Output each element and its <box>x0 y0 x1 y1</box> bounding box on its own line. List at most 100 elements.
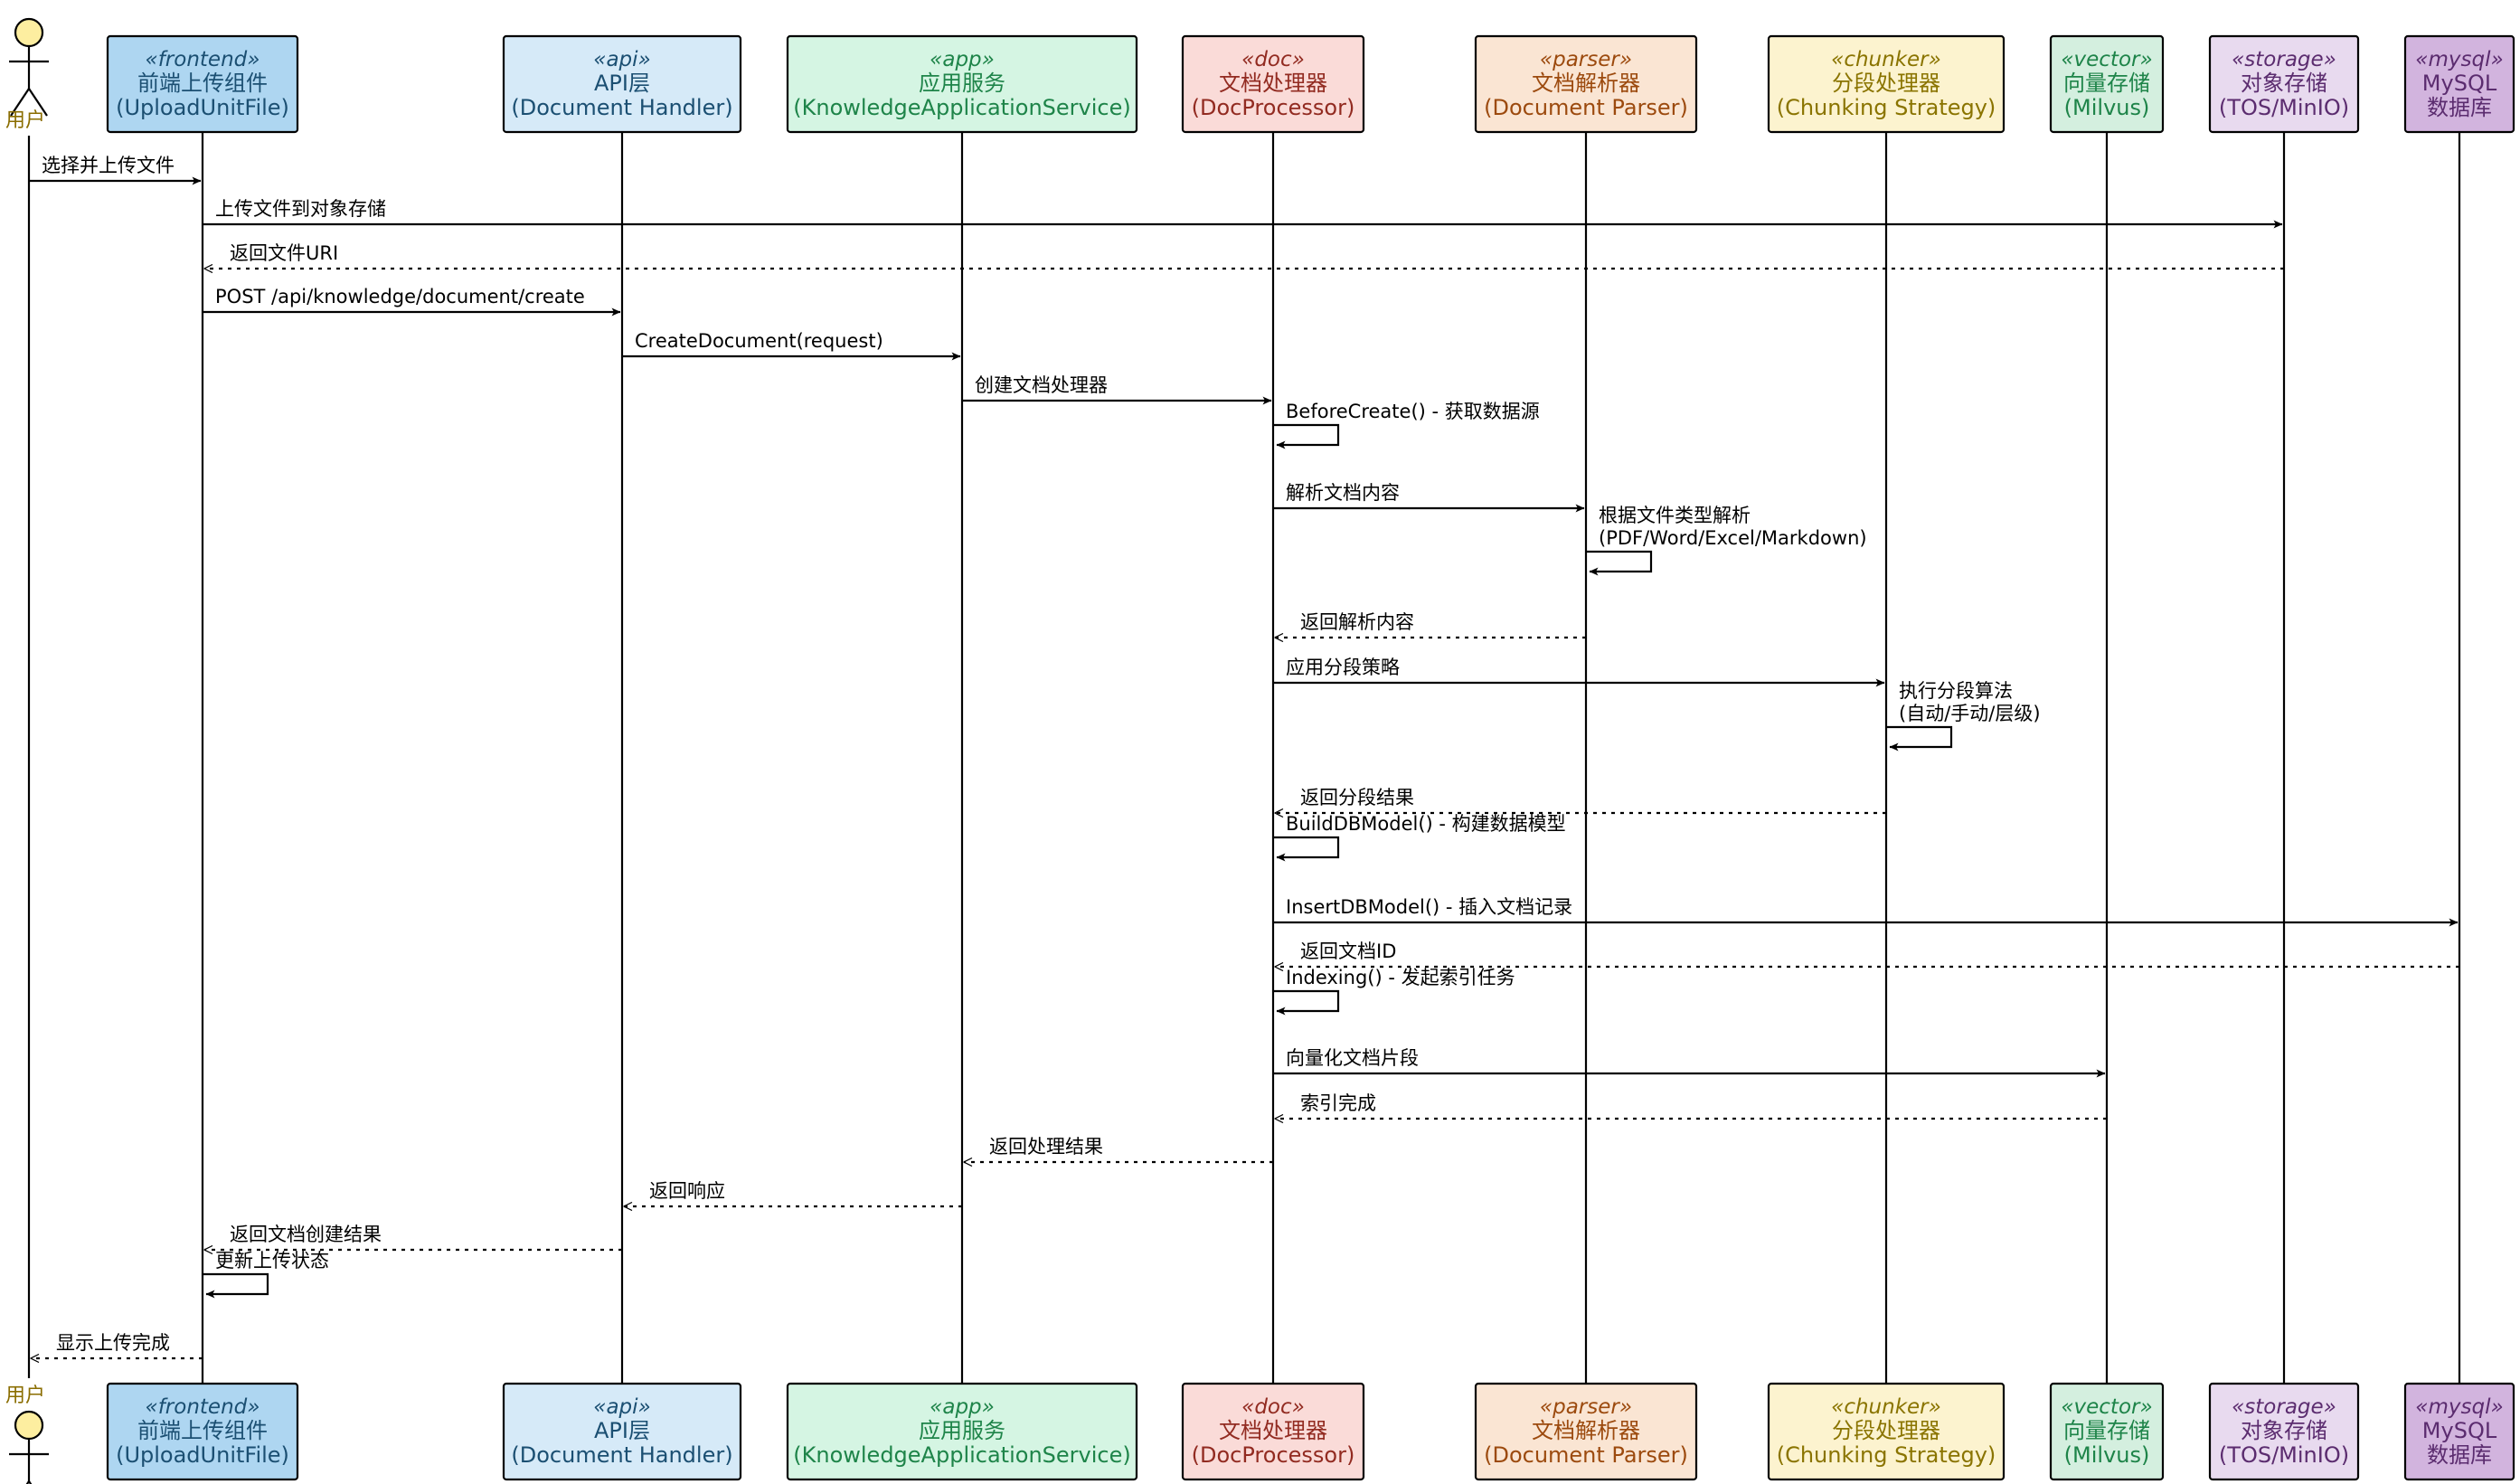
participant-name: 文档解析器 <box>1532 71 1640 96</box>
user-actor-icon <box>9 17 49 117</box>
participant-subtitle: (Document Handler) <box>511 1442 732 1468</box>
message-8: 解析文档内容 <box>1273 482 1585 513</box>
message-18: 向量化文档片段 <box>1273 1047 2106 1078</box>
participant-stereotype: «api» <box>593 1395 650 1419</box>
self-call-arrow <box>1273 423 1340 449</box>
message-label: POST /api/knowledge/document/create <box>215 286 585 307</box>
participant-vector-top: «vector»向量存储(Milvus) <box>2049 34 2165 134</box>
message-label: 解析文档内容 <box>1286 482 1400 504</box>
participant-name: 分段处理器 <box>1832 71 1940 96</box>
message-21: 返回响应 <box>624 1180 962 1206</box>
participant-box <box>502 34 742 134</box>
participant-box <box>1474 34 1698 134</box>
message-3: 返回文件URI <box>204 242 2284 269</box>
message-label: InsertDBModel() - 插入文档记录 <box>1286 896 1572 918</box>
participant-name: 应用服务 <box>919 1418 1005 1443</box>
participant-name: 对象存储 <box>2241 71 2327 96</box>
message-20: 返回处理结果 <box>964 1136 1273 1162</box>
message-4: POST /api/knowledge/document/create <box>203 286 621 317</box>
message-label: (自动/手动/层级) <box>1899 703 2041 724</box>
participant-box <box>2049 34 2165 134</box>
message-7: BeforeCreate() - 获取数据源 <box>1273 401 1540 449</box>
participant-stereotype: «vector» <box>2061 48 2152 71</box>
participant-frontend-bottom: «frontend»前端上传组件(UploadUnitFile) <box>106 1382 299 1481</box>
participant-stereotype: «chunker» <box>1831 1395 1941 1419</box>
message-label: 返回文档ID <box>1300 940 1396 962</box>
message-9: 根据文件类型解析(PDF/Word/Excel/Markdown) <box>1586 505 1867 576</box>
participant-chunker-bottom: «chunker»分段处理器(Chunking Strategy) <box>1767 1382 2006 1481</box>
participant-name: 文档处理器 <box>1219 71 1327 96</box>
participant-stereotype: «mysql» <box>2415 48 2503 71</box>
message-label: Indexing() - 发起索引任务 <box>1286 967 1515 988</box>
self-call-arrow <box>1586 550 1653 576</box>
participant-name: 分段处理器 <box>1832 1418 1940 1443</box>
participant-stereotype: «parser» <box>1540 1395 1632 1419</box>
self-call-arrow <box>1886 725 1953 751</box>
participant-stereotype: «doc» <box>1241 48 1305 71</box>
participant-stereotype: «doc» <box>1241 1395 1305 1419</box>
message-label: 上传文件到对象存储 <box>215 198 386 220</box>
message-24: 显示上传完成 <box>31 1332 203 1358</box>
participant-subtitle: (Chunking Strategy) <box>1777 1442 1996 1468</box>
message-12: 执行分段算法(自动/手动/层级) <box>1886 680 2041 751</box>
participant-box <box>1181 34 1365 134</box>
participant-stereotype: «app» <box>930 48 995 71</box>
participant-subtitle: (KnowledgeApplicationService) <box>793 1442 1130 1468</box>
message-label: 创建文档处理器 <box>975 374 1108 396</box>
self-call-arrow <box>1273 836 1340 862</box>
participant-stereotype: «frontend» <box>146 48 260 71</box>
participant-subtitle: (Document Parser) <box>1484 1442 1688 1468</box>
self-call-arrow <box>203 1272 269 1299</box>
participant-stereotype: «chunker» <box>1831 48 1941 71</box>
participant-box <box>786 1382 1138 1481</box>
participant-subtitle: (Chunking Strategy) <box>1777 95 1996 120</box>
participant-subtitle: (Document Handler) <box>511 95 732 120</box>
participant-box <box>1181 1382 1365 1481</box>
message-15: InsertDBModel() - 插入文档记录 <box>1273 896 2459 927</box>
participant-subtitle: (DocProcessor) <box>1192 1442 1355 1468</box>
participant-app-bottom: «app»应用服务(KnowledgeApplicationService) <box>786 1382 1138 1481</box>
participant-subtitle: 数据库 <box>2427 95 2492 120</box>
participant-api-bottom: «api»API层(Document Handler) <box>502 1382 742 1481</box>
participant-app-top: «app»应用服务(KnowledgeApplicationService) <box>786 34 1138 134</box>
participant-subtitle: (UploadUnitFile) <box>116 95 289 120</box>
participant-box <box>2208 1382 2360 1481</box>
participant-subtitle: 数据库 <box>2427 1442 2492 1468</box>
message-label: 返回响应 <box>649 1180 725 1202</box>
message-label: 更新上传状态 <box>215 1250 329 1271</box>
participant-box <box>106 1382 299 1481</box>
message-6: 创建文档处理器 <box>962 374 1272 405</box>
participant-stereotype: «mysql» <box>2415 1395 2503 1419</box>
participant-subtitle: (TOS/MinIO) <box>2219 95 2349 120</box>
message-10: 返回解析内容 <box>1275 611 1586 638</box>
participant-chunker-top: «chunker»分段处理器(Chunking Strategy) <box>1767 34 2006 134</box>
participant-name: MySQL <box>2422 71 2497 96</box>
message-label: 索引完成 <box>1300 1092 1376 1114</box>
message-label: BuildDBModel() - 构建数据模型 <box>1286 813 1566 835</box>
message-1: 选择并上传文件 <box>29 155 202 185</box>
participant-storage-bottom: «storage»对象存储(TOS/MinIO) <box>2208 1382 2360 1481</box>
message-17: Indexing() - 发起索引任务 <box>1273 967 1515 1016</box>
participant-name: 文档解析器 <box>1532 1418 1640 1443</box>
message-14: BuildDBModel() - 构建数据模型 <box>1273 813 1566 862</box>
actor-user-bottom: 用户 <box>5 1385 49 1484</box>
participant-stereotype: «api» <box>593 48 650 71</box>
participant-stereotype: «parser» <box>1540 48 1632 71</box>
actor-user-top: 用户 <box>5 17 49 132</box>
message-label: 返回处理结果 <box>989 1136 1103 1158</box>
participant-name: 向量存储 <box>2063 1418 2150 1443</box>
message-label: 返回文件URI <box>230 242 338 264</box>
actor-label: 用户 <box>5 1385 45 1407</box>
message-label: 执行分段算法 <box>1899 680 2013 702</box>
participant-box <box>2403 1382 2515 1481</box>
participant-subtitle: (UploadUnitFile) <box>116 1442 289 1468</box>
participant-name: API层 <box>594 1418 650 1443</box>
user-actor-icon <box>9 1410 49 1484</box>
message-label: 向量化文档片段 <box>1286 1047 1419 1069</box>
participant-stereotype: «storage» <box>2232 1395 2336 1419</box>
participant-stereotype: «vector» <box>2061 1395 2152 1419</box>
